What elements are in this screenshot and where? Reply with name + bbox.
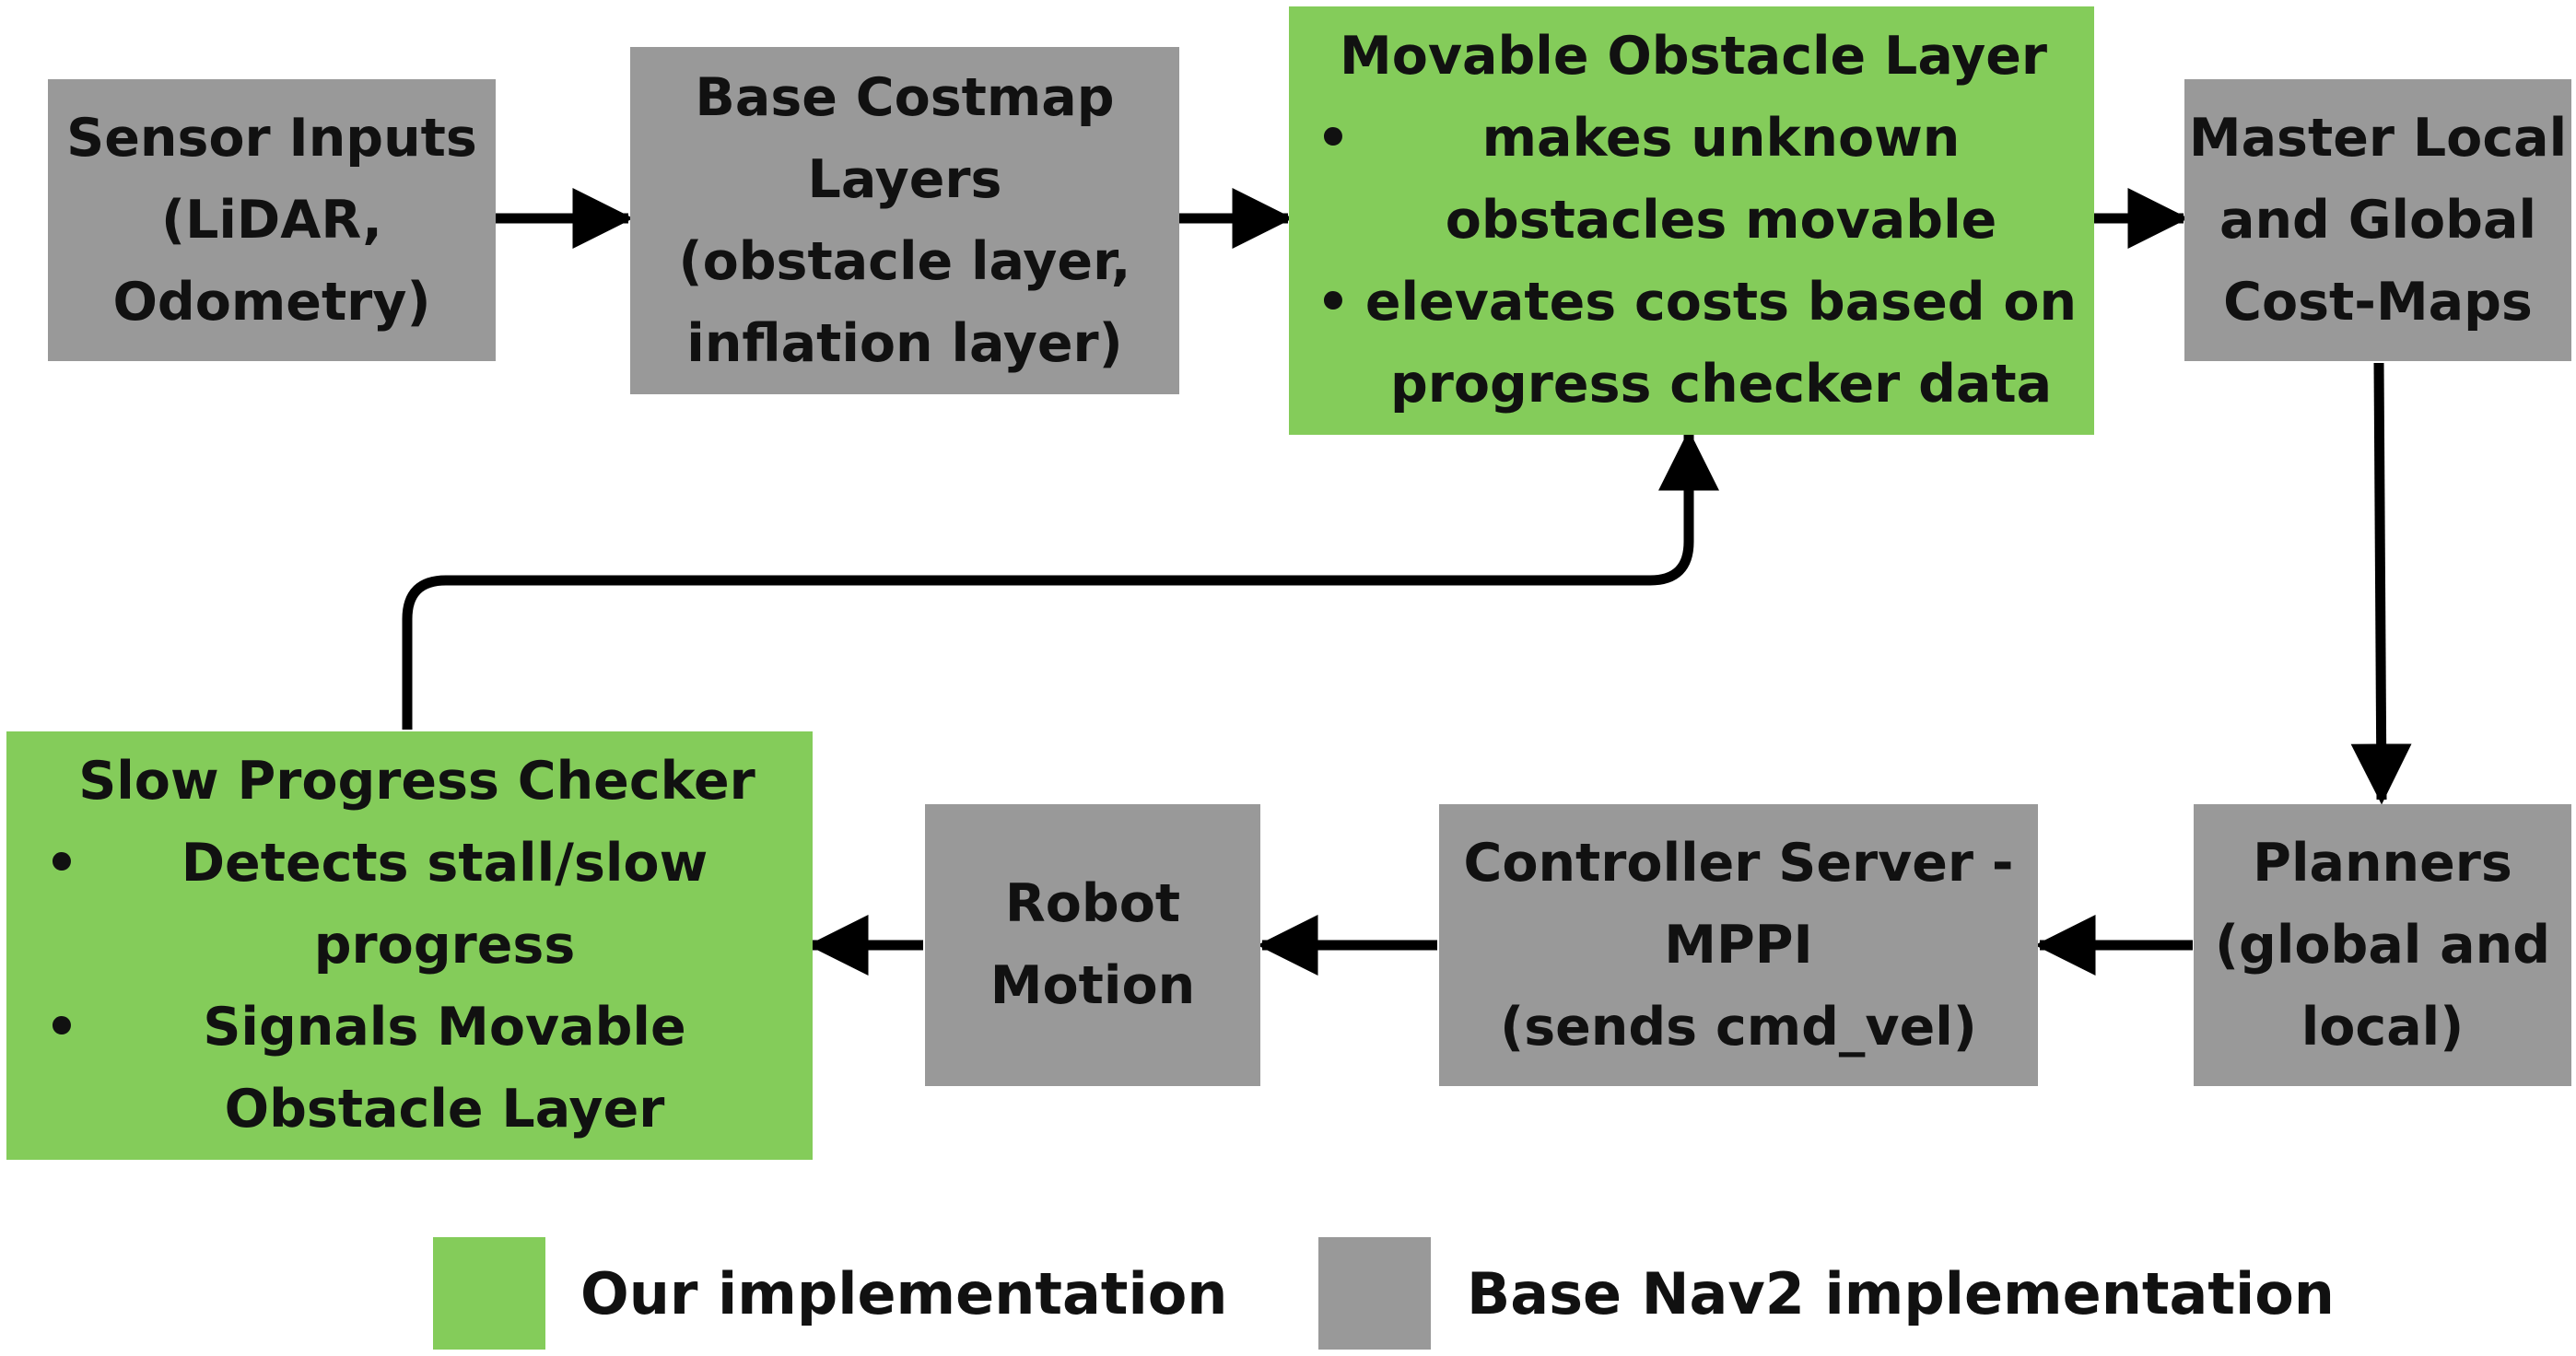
node-line: (sends cmd_vel) (1500, 996, 1977, 1058)
bullet-line: obstacles movable (1445, 190, 1997, 251)
bullet-list: • Detects stall/slow progress • Signals … (34, 823, 800, 1151)
node-title: Movable Obstacle Layer (1339, 26, 2048, 87)
node-line: Master Local (2188, 107, 2568, 169)
legend-base-label: Base Nav2 implementation (1467, 1260, 2335, 1327)
bullet-item: • Detects stall/slow progress (34, 823, 800, 987)
bullet-dot: • (1316, 272, 1351, 333)
bullet-item: • makes unknown obstacles movable (1306, 98, 2081, 262)
node-line: Layers (807, 148, 1002, 210)
bullet-line: Detects stall/slow (181, 833, 708, 894)
node-line: Motion (989, 955, 1196, 1016)
node-line: MPPI (1664, 914, 1813, 976)
robot-motion-node: Robot Motion (925, 804, 1260, 1086)
node-line: inflation layer) (686, 312, 1123, 374)
legend-ours-swatch (433, 1237, 545, 1350)
bullet-line: progress checker data (1389, 354, 2053, 415)
node-line: Sensor Inputs (66, 107, 477, 169)
bullet-line: progress (313, 915, 576, 976)
bullet-line: makes unknown (1481, 108, 1961, 169)
master-costmaps-node: Master Local and Global Cost-Maps (2184, 79, 2571, 361)
sensor-inputs-node: Sensor Inputs (LiDAR, Odometry) (48, 79, 496, 361)
node-line: Controller Server - (1463, 832, 2014, 894)
node-title: Slow Progress Checker (78, 751, 755, 812)
legend-base-swatch (1318, 1237, 1431, 1350)
node-line: Planners (2253, 832, 2512, 894)
planners-node: Planners (global and local) (2194, 804, 2571, 1086)
node-line: Odometry) (112, 271, 431, 333)
base-costmap-layers-node: Base Costmap Layers (obstacle layer, inf… (630, 47, 1179, 394)
bullet-item: • elevates costs based on progress check… (1306, 262, 2081, 426)
node-line: (LiDAR, (161, 189, 382, 251)
bullet-list: • makes unknown obstacles movable • elev… (1306, 98, 2081, 426)
legend-ours-label: Our implementation (580, 1260, 1228, 1327)
node-line: Cost-Maps (2223, 271, 2533, 333)
node-line: Robot (1004, 873, 1181, 934)
bullet-dot: • (44, 997, 79, 1058)
node-line: (obstacle layer, (678, 230, 1131, 292)
arrow-progress-checker-to-movable-layer (402, 429, 1719, 730)
slow-progress-checker-node: Slow Progress Checker • Detects stall/sl… (6, 731, 813, 1160)
controller-server-node: Controller Server - MPPI (sends cmd_vel) (1439, 804, 2038, 1086)
bullet-line: Signals Movable (203, 997, 686, 1058)
node-line: and Global (2219, 189, 2536, 251)
node-line: local) (2301, 996, 2465, 1058)
bullet-line: Obstacle Layer (224, 1079, 665, 1140)
arrow-master-costmaps-to-planners (2350, 362, 2412, 805)
bullet-line: elevates costs based on (1364, 272, 2078, 333)
bullet-item: • Signals Movable Obstacle Layer (34, 987, 800, 1151)
movable-obstacle-layer-node: Movable Obstacle Layer • makes unknown o… (1289, 6, 2094, 435)
bullet-dot: • (1316, 108, 1351, 169)
node-line: Base Costmap (695, 66, 1115, 128)
bullet-dot: • (44, 833, 79, 894)
node-line: (global and (2214, 914, 2551, 976)
